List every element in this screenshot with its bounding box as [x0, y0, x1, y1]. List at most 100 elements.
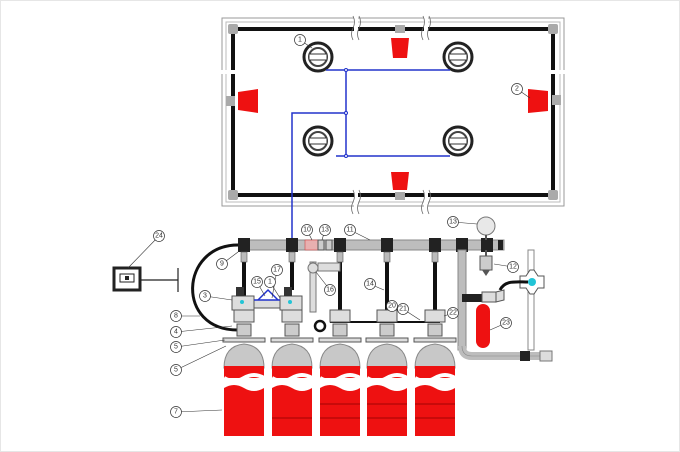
callout-c22: 22: [443, 307, 459, 319]
callout-c13b: 13: [319, 224, 331, 241]
callout-c8: 8: [170, 310, 200, 322]
cylinder-shoulder: [414, 343, 456, 369]
callout-c12: 12: [493, 261, 519, 273]
callout-circle: [170, 341, 182, 353]
corner-fitting: [548, 190, 558, 200]
room-detection-loop: [231, 27, 555, 197]
callout-label: 13: [321, 227, 329, 234]
end-fitting: [539, 350, 553, 362]
callout-leader: [175, 409, 223, 413]
callout-circle: [170, 364, 182, 376]
callout-circle: [153, 230, 165, 242]
cylinder-collar: [413, 337, 457, 343]
cylinder-body: [272, 385, 312, 436]
callout-circle: [170, 310, 182, 322]
callout-c6: 5: [170, 345, 227, 376]
smoke-detectors: [302, 41, 474, 157]
callout-circle: [294, 34, 306, 46]
cylinder-break: [365, 373, 409, 383]
callout-circle: [344, 224, 356, 236]
callout-label: 13: [449, 219, 457, 226]
corner-fitting: [228, 190, 238, 200]
discharge-nozzles: [226, 25, 561, 200]
protected-room: [218, 14, 568, 215]
agent-cylinder: [365, 309, 409, 436]
nozzle-top: [391, 25, 409, 58]
callout-c14: 14: [364, 278, 385, 291]
pressure-gauge: [476, 216, 496, 236]
callout-c3: 3: [199, 290, 233, 302]
callout-label: 14: [366, 281, 374, 288]
callout-label: 2: [515, 86, 519, 93]
cylinder-body: [320, 385, 360, 436]
callout-c1b: 1: [264, 276, 281, 299]
callout-circle: [251, 276, 263, 288]
callout-leader: [175, 339, 226, 348]
cylinder-break: [222, 373, 266, 383]
callout-circle: [397, 303, 409, 315]
cylinder-valve: [233, 309, 255, 323]
cylinder-valve: [329, 309, 351, 323]
cylinder-valve: [376, 309, 398, 323]
agent-cylinder: [318, 309, 362, 436]
callout-label: 9: [220, 261, 224, 268]
cylinder-neck: [332, 323, 348, 337]
callout-circle: [324, 284, 336, 296]
pipe-clamp: [520, 351, 530, 361]
cylinder-neck: [379, 323, 395, 337]
actuation-assembly: [457, 216, 553, 362]
callout-label: 8: [174, 313, 178, 320]
nozzle-right: [528, 89, 561, 113]
callout-circle: [507, 261, 519, 273]
cylinder-neck: [427, 323, 443, 337]
callout-label: 17: [273, 267, 281, 274]
callout-label: 12: [509, 264, 517, 271]
cylinder-shoulder: [366, 343, 408, 369]
nozzle-bottom: [391, 172, 409, 200]
switch-indicator: [528, 278, 536, 286]
callout-label: 7: [174, 409, 178, 416]
detector: [442, 41, 474, 73]
callout-circle: [271, 264, 283, 276]
callout-circle: [216, 258, 228, 270]
callout-label: 3: [203, 293, 207, 300]
cylinder-neck: [236, 323, 252, 337]
callout-label: 24: [155, 233, 163, 240]
callout-circle: [364, 278, 376, 290]
callout-c4: 4: [170, 325, 233, 338]
callout-circle: [447, 216, 459, 228]
pilot-actuators: [231, 287, 303, 311]
control-panel: [112, 266, 179, 292]
cylinder-break: [413, 373, 457, 383]
callout-leader: [175, 345, 227, 371]
agent-cylinder: [413, 309, 457, 436]
callout-c10: 10: [301, 224, 313, 241]
callout-circle: [386, 300, 398, 312]
cylinder-shoulder: [319, 343, 361, 369]
callout-circle: [199, 290, 211, 302]
callout-label: 15: [253, 279, 261, 286]
callout-circle: [264, 276, 276, 288]
cylinder-collar: [270, 337, 314, 343]
cylinder-neck: [284, 323, 300, 337]
callout-label: 5: [174, 367, 178, 374]
callout-c16: 16: [315, 271, 336, 296]
callout-c21: 21: [397, 303, 421, 321]
cylinder-body: [224, 385, 264, 436]
detector: [302, 41, 334, 73]
discharge-manifold: [191, 238, 505, 333]
nozzle-left: [226, 89, 258, 113]
room-inner-wall: [225, 21, 561, 203]
cylinder-valve: [424, 309, 446, 323]
callout-label: 1: [268, 279, 272, 286]
detector: [442, 125, 474, 157]
callout-c15: 15: [251, 276, 266, 297]
nitrogen-canister: [476, 304, 490, 348]
cylinder-collar: [318, 337, 362, 343]
agent-cylinder: [270, 309, 314, 436]
callout-c13a: 13: [447, 216, 478, 228]
callout-label: 20: [388, 303, 396, 310]
callout-label: 1: [298, 37, 302, 44]
vertical-pipe: [527, 249, 535, 351]
